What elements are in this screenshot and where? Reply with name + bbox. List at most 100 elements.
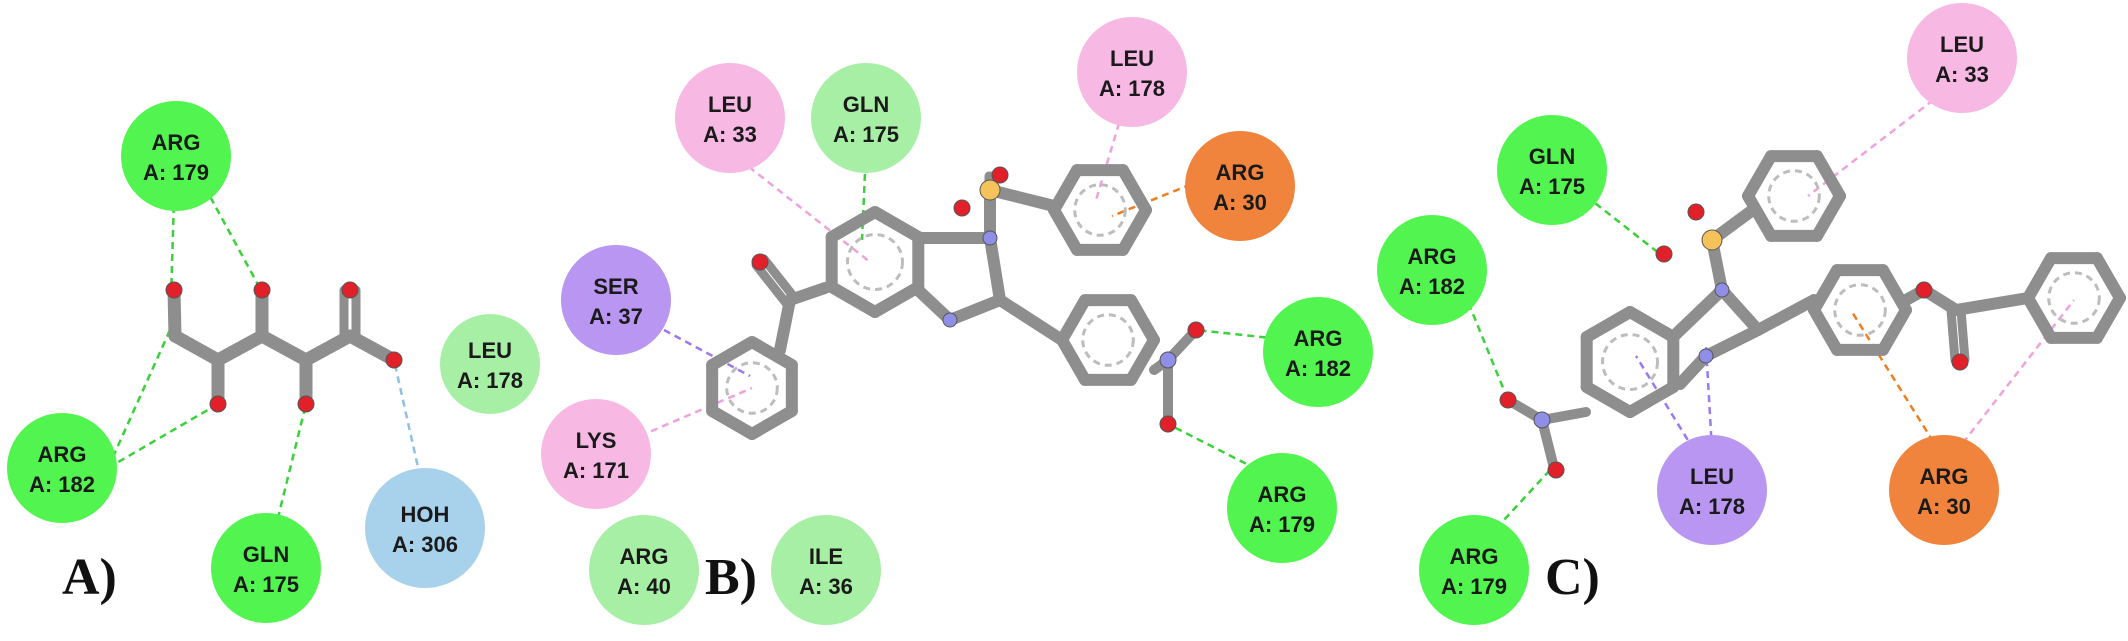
residue-name: ARG [38,442,87,467]
residue-name: LEU [1110,46,1154,71]
bond [1624,306,1680,343]
panel-label-a: A) [62,549,117,606]
residue-disc [811,63,921,173]
residue-id: A: 33 [1935,62,1989,87]
residue-id: A: 182 [29,472,95,497]
residue-id: A: 40 [617,574,671,599]
pi-sigma-line [663,328,751,378]
residue-disc [7,413,117,523]
bond [1716,284,1764,336]
bond [1811,150,1846,202]
residue-name: LEU [708,92,752,117]
aromatic-ring-marker [1767,169,1821,223]
oxygen-atom [341,281,359,299]
bond [1742,150,1777,202]
bond [759,254,799,302]
bond [706,336,758,371]
aromatic-ring-marker [2047,271,2101,325]
residue-disc [589,515,699,625]
residue-disc [1263,297,1373,407]
bond [1700,324,1764,362]
residue-id: A: 30 [1917,494,1971,519]
residue-id: A: 175 [1519,174,1585,199]
residue-name: LYS [576,428,617,453]
residue-id: A: 179 [1441,574,1507,599]
bond [1125,294,1160,346]
hbond-line [1462,291,1510,401]
pi-alkyl-line [729,151,871,263]
residue-name: ARG [1216,160,1265,185]
residue-disc [1889,435,1999,545]
hbond-line [106,329,172,469]
residue-id: A: 171 [563,458,629,483]
bond [1580,381,1636,418]
residue-disc [675,63,785,173]
residue-name: ARG [1294,326,1343,351]
bond [869,206,925,243]
bond [1811,190,1846,242]
nitrogen-atom [982,230,998,246]
nitrogen-atom [942,312,958,328]
residue-disc [1077,17,1187,127]
residue-disc [121,101,231,211]
residue-disc [771,515,881,625]
residue-id: A: 182 [1285,356,1351,381]
hbond-line [168,133,178,331]
residue-id: A: 37 [589,304,643,329]
residue-leu-178: LEU A: 178 [1077,17,1187,127]
residue-lys-171: LYS A: 171 [541,399,651,509]
bond [2091,252,2126,304]
bond [984,184,1060,212]
oxygen-atom [991,166,1009,184]
bond [2091,292,2126,344]
bond [746,405,798,440]
residue-id: A: 33 [703,122,757,147]
residue-disc [1227,453,1337,563]
residue-name: ARG [152,130,201,155]
residue-disc [1377,215,1487,325]
bond [751,260,791,308]
oxygen-atom [1687,203,1705,221]
oxygen-atom [165,281,183,299]
aromatic-ring-marker [725,361,779,415]
bond [994,294,1068,346]
oxygen-atom [1547,461,1565,479]
bond [168,329,225,367]
bond [1752,294,1820,336]
bond [1624,381,1680,418]
oxygen-atom [1159,415,1177,433]
oxygen-atom [953,199,971,217]
residue-disc [1907,3,2017,113]
bond [1946,305,1960,365]
bond [1742,190,1777,242]
oxygen-atom [751,253,769,271]
residue-name: LEU [468,338,512,363]
bond [774,294,796,356]
residue-disc [541,399,651,509]
bond [825,281,881,318]
aromatic-ring-marker [1833,283,1887,337]
bond [211,329,269,367]
residue-id: A: 178 [1099,76,1165,101]
bond [1877,304,1912,356]
bond [1056,334,1091,386]
bond [2022,252,2057,304]
panel-label-b: B) [705,549,757,606]
bond [944,294,1006,326]
residue-disc [1419,515,1529,625]
residue-disc [1185,131,1295,241]
hbond-line [107,402,219,470]
residue-id: A: 30 [1213,190,1267,215]
bond [1117,204,1152,256]
oxygen-atom [385,351,403,369]
